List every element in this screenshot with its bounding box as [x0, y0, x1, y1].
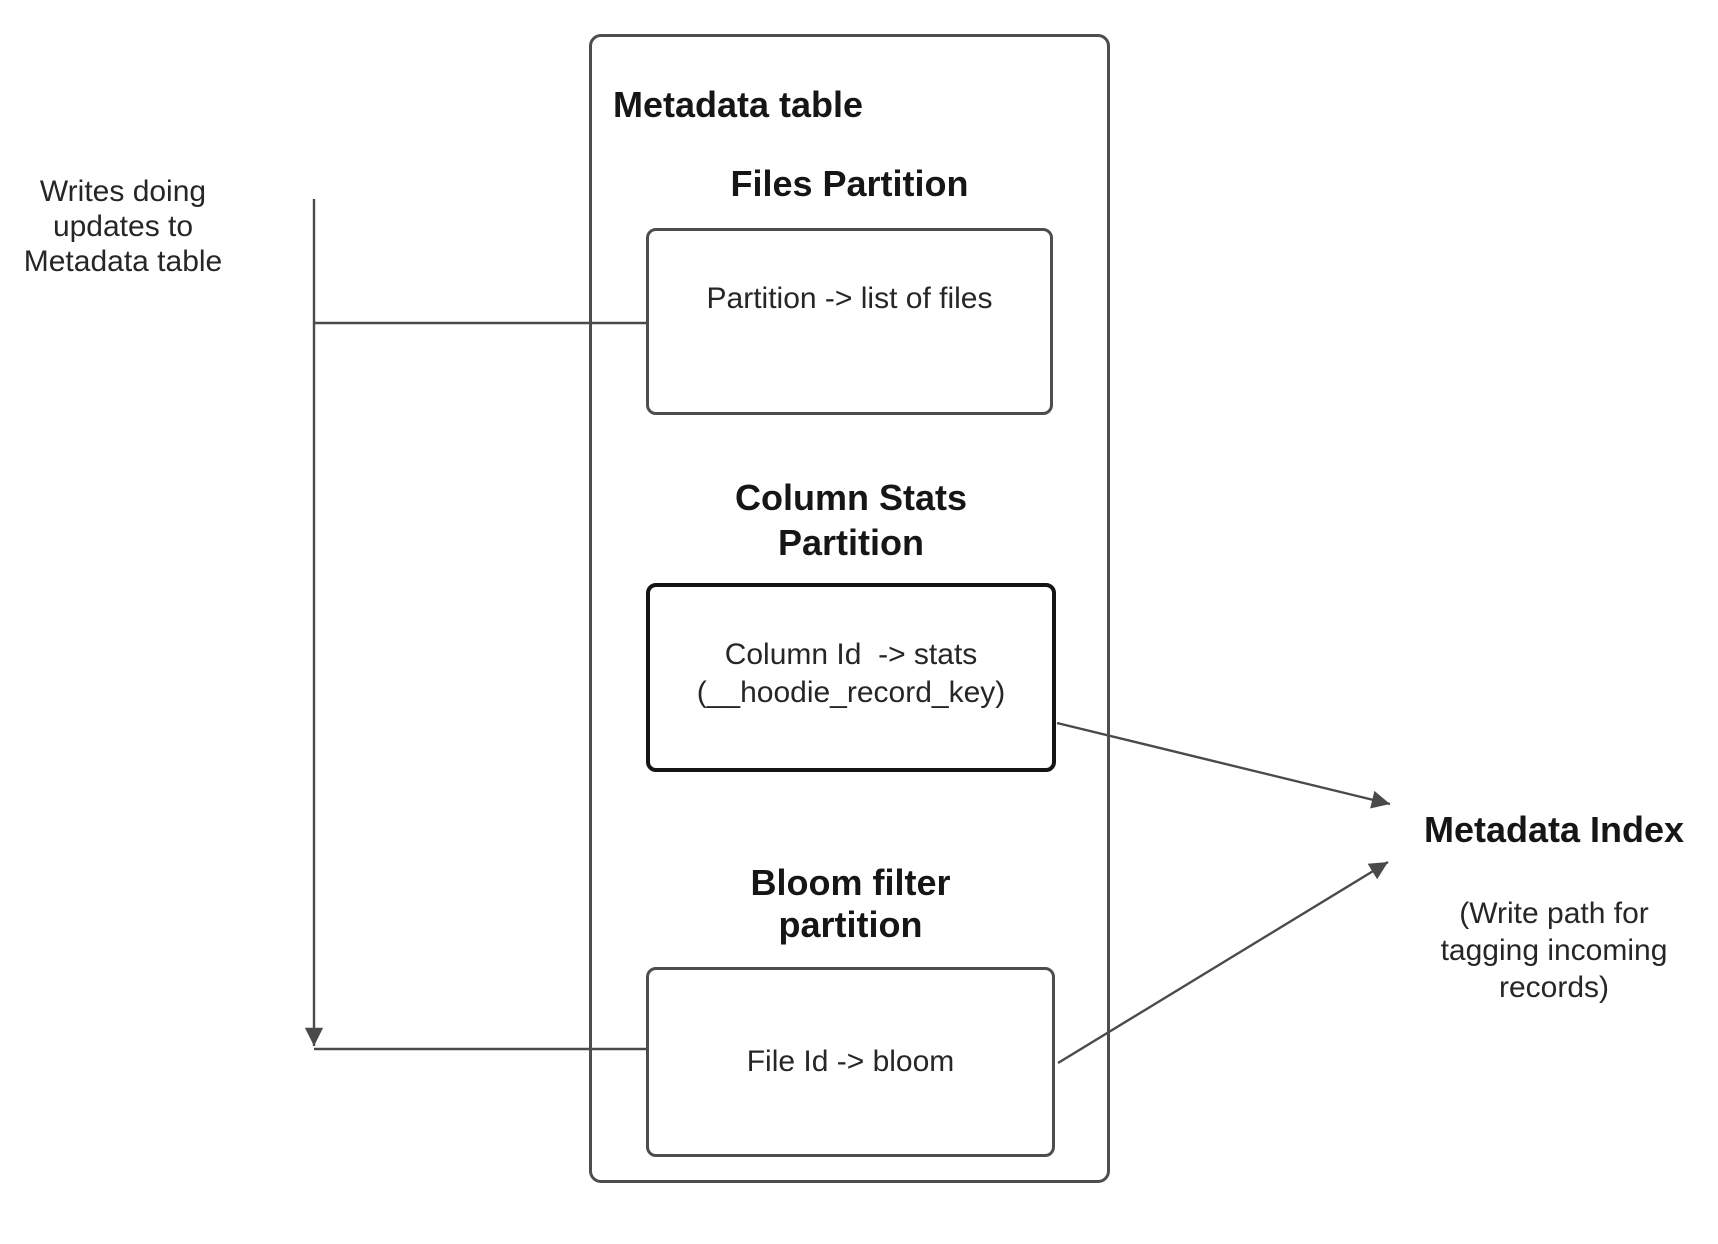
- column-stats-mapping-text: Column Id -> stats (__hoodie_record_key): [696, 638, 1006, 709]
- bloom-to-index-arrow: [1057, 860, 1389, 1065]
- files-partition-box: Partition -> list of files: [646, 228, 1053, 415]
- metadata-index-title: Metadata Index: [1423, 809, 1685, 850]
- bloom-filter-mapping-text: File Id -> bloom: [746, 1045, 955, 1078]
- metadata-table-title: Metadata table: [613, 84, 864, 125]
- files-partition-heading: Files Partition: [730, 163, 969, 204]
- column-stats-partition-box: Column Id -> stats (__hoodie_record_key): [646, 583, 1056, 772]
- column-stats-to-index-arrow: [1056, 721, 1391, 809]
- column-stats-partition-heading: Column Stats Partition: [734, 477, 967, 563]
- bloom-filter-partition-box: File Id -> bloom: [646, 967, 1055, 1157]
- writes-updates-label: Writes doing updates to Metadata table: [23, 175, 223, 278]
- metadata-table-container: [589, 34, 1110, 1183]
- bloom-filter-partition-heading: Bloom filter partition: [750, 862, 951, 945]
- metadata-index-note: (Write path for tagging incoming records…: [1440, 897, 1668, 1004]
- files-partition-mapping-text: Partition -> list of files: [706, 282, 993, 315]
